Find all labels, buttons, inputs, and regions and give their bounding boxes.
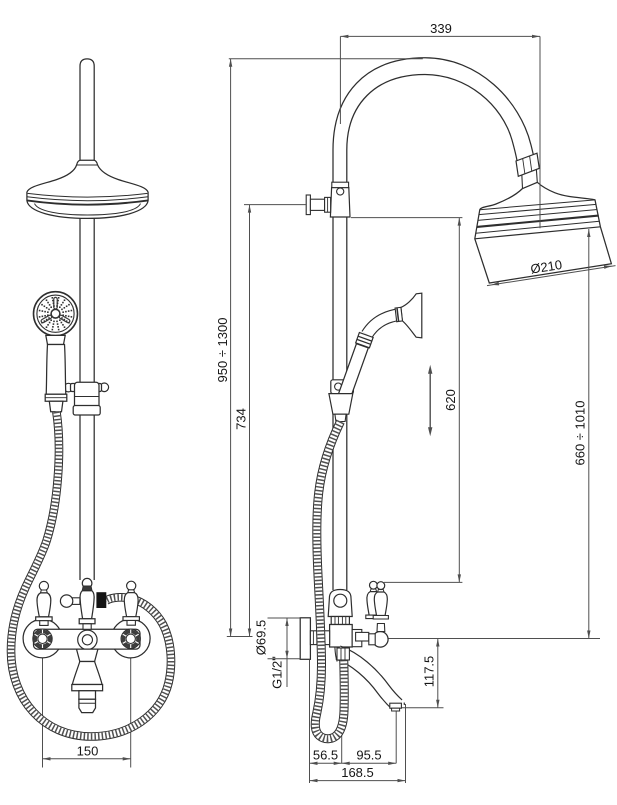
svg-text:620: 620 xyxy=(443,389,458,411)
svg-text:56.5: 56.5 xyxy=(313,748,338,763)
svg-text:G1/2": G1/2" xyxy=(270,656,285,689)
svg-text:95.5: 95.5 xyxy=(356,748,381,763)
svg-text:Ø69.5: Ø69.5 xyxy=(253,620,268,655)
svg-text:168.5: 168.5 xyxy=(341,765,374,780)
svg-text:660 ÷ 1010: 660 ÷ 1010 xyxy=(572,401,587,466)
svg-text:950 ÷ 1300: 950 ÷ 1300 xyxy=(215,318,230,383)
svg-text:734: 734 xyxy=(234,408,249,430)
svg-text:117.5: 117.5 xyxy=(422,656,437,688)
svg-text:339: 339 xyxy=(430,21,452,36)
svg-text:150: 150 xyxy=(77,743,99,758)
